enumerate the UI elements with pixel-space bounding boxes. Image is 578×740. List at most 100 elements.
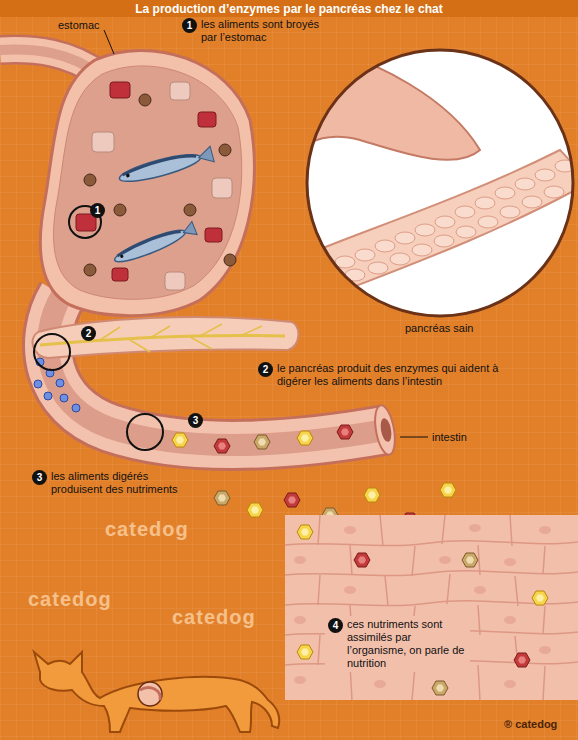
- pancreas-drawing: [33, 317, 299, 358]
- magnifier-part: [495, 187, 515, 199]
- magnifier-part: [390, 253, 410, 265]
- cell-panel-part: [539, 646, 551, 654]
- watermark: catedog: [105, 518, 189, 541]
- callout-text: les aliments sont broyés par l’estomac: [201, 18, 337, 44]
- cell-panel-part: [504, 558, 516, 566]
- cell-panel-part: [469, 524, 481, 532]
- food-pieces-part: [205, 228, 222, 242]
- nutrient-hexagons-part: [337, 425, 353, 439]
- cell-panel-part: [462, 553, 478, 567]
- nutrient-hexagons-part: [297, 431, 313, 445]
- food-pieces-part: [84, 264, 96, 276]
- magnifier-part: [415, 224, 435, 236]
- cell-panel-part: [504, 680, 516, 688]
- cell-panel-part: [539, 526, 551, 534]
- food-pieces-part: [114, 204, 126, 216]
- nutrient-hexagons-part: [364, 488, 380, 502]
- intestine-drawing-part: [372, 404, 398, 456]
- zoom-rings-part: [127, 414, 163, 450]
- magnifier-part: [412, 244, 432, 256]
- food-pieces-part: [84, 174, 96, 186]
- magnifier-part: [307, 50, 573, 316]
- cell-panel-part: [318, 515, 545, 700]
- magnifier-part: [500, 206, 520, 218]
- food-pieces-part: [122, 152, 197, 176]
- magnifier-part: [515, 178, 535, 190]
- food-pieces-part: [120, 254, 124, 258]
- pancreas-drawing-part: [100, 324, 262, 352]
- cell-panel-part: [532, 591, 548, 605]
- magnifier-part: [307, 50, 573, 316]
- zoom-rings-part: [34, 334, 70, 370]
- food-pieces-part: [212, 178, 232, 198]
- magnifier-part: [475, 197, 495, 209]
- magnifier-part: [478, 216, 498, 228]
- cell-panel-part: [344, 586, 356, 594]
- food-pieces-part: [184, 204, 196, 216]
- cat-silhouette-part: [34, 652, 279, 732]
- background-part: [0, 0, 578, 17]
- stomach-drawing-part: [40, 50, 254, 315]
- magnifier-part: [300, 40, 578, 292]
- cell-panel-part: [439, 556, 451, 564]
- magnifier-part: [434, 235, 454, 247]
- food-pieces-part: [112, 225, 188, 266]
- enzyme-dots-part: [44, 392, 52, 400]
- callout-number: 2: [81, 326, 96, 341]
- callout-box: 1 les aliments sont broyés par l’estomac: [182, 18, 337, 44]
- leader-lines-part: [104, 30, 114, 54]
- food-pieces-part: [170, 82, 190, 100]
- watermark: catedog: [28, 588, 112, 611]
- magnifier: [300, 40, 578, 316]
- cell-panel-part: [297, 525, 313, 539]
- pancreas-drawing-part: [33, 317, 299, 358]
- nutrient-hexagons-part: [172, 433, 188, 447]
- magnifier-part: [522, 196, 542, 208]
- cell-panel-part: [474, 586, 486, 594]
- nutrient-hexagons-part: [214, 491, 230, 505]
- watermark: catedog: [172, 606, 256, 629]
- callout-number: 3: [188, 413, 203, 428]
- cell-panel-part: [514, 653, 530, 667]
- magnifier-part: [355, 249, 375, 261]
- watermark: ® catedog: [504, 718, 557, 730]
- callout-text: le pancréas produit des enzymes qui aide…: [277, 362, 527, 388]
- callout-number: 4: [328, 618, 343, 633]
- callout-box: 3 les aliments digérés produisent des nut…: [32, 470, 199, 496]
- food-pieces-part: [112, 268, 128, 281]
- magnifier-part: [455, 206, 475, 218]
- food-pieces-part: [117, 149, 202, 186]
- food-pieces-part: [116, 228, 181, 257]
- food-pieces-part: [126, 173, 130, 177]
- part-label: pancréas sain: [405, 322, 474, 335]
- leader-lines-part: [400, 437, 428, 438]
- food-pieces-part: [139, 94, 151, 106]
- food-pieces: [76, 82, 236, 290]
- cell-panel-part: [285, 515, 578, 555]
- cell-panel-part: [297, 645, 313, 659]
- magnifier-part: [456, 226, 476, 238]
- cat-silhouette-part: [138, 682, 162, 706]
- nutrient-hexagons-part: [247, 503, 263, 517]
- callout-text: les aliments digérés produisent des nutr…: [51, 470, 199, 496]
- nutrient-hexagons-part: [440, 483, 456, 497]
- callout-box: 4 ces nutriments sont assimilés par l’org…: [325, 616, 470, 672]
- cell-panel-part: [432, 681, 448, 695]
- callout-number: 1: [90, 203, 105, 218]
- callout-text: ces nutriments sont assimilés par l’orga…: [347, 618, 467, 670]
- callout-number: 1: [182, 18, 197, 33]
- stomach-drawing-part: [53, 66, 241, 299]
- food-pieces-part: [219, 144, 231, 156]
- pancreas-drawing-part: [40, 335, 285, 345]
- zoom-rings: [34, 206, 163, 450]
- cell-panel-part: [344, 526, 356, 534]
- enzyme-dots-part: [56, 379, 64, 387]
- cell-panel-part: [285, 548, 578, 700]
- callout-number: 3: [32, 470, 47, 485]
- cell-panel: [285, 515, 578, 700]
- nutrient-hexagons-part: [214, 439, 230, 453]
